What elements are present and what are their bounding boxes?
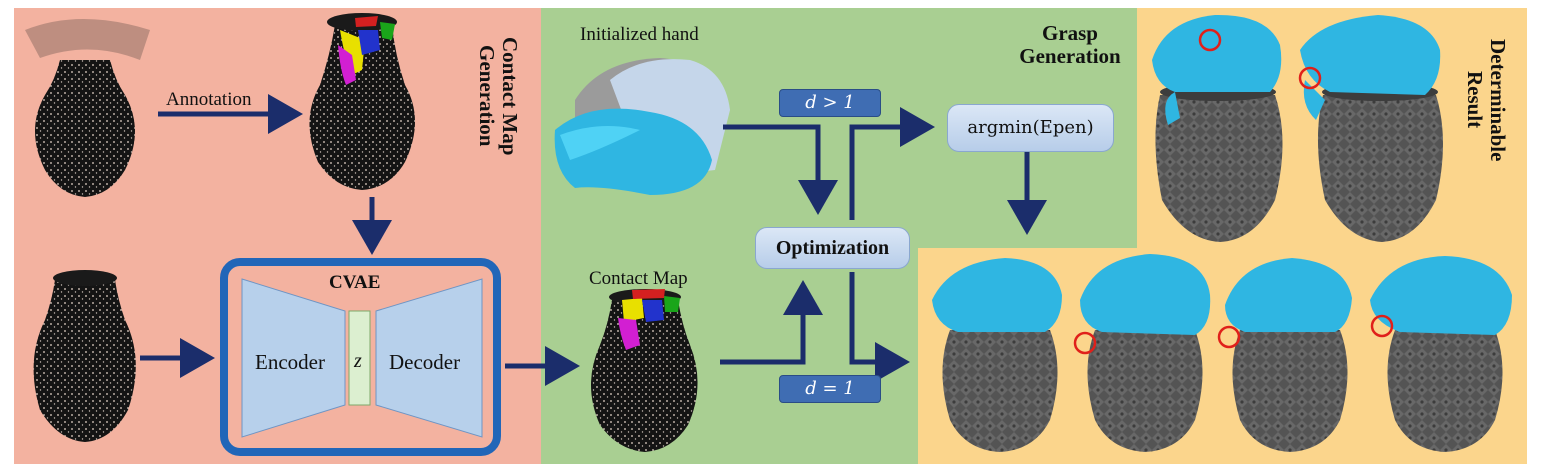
initialized-hand-label: Initialized hand: [580, 24, 699, 45]
result-grasp-bottom-3: [1225, 258, 1352, 452]
cvae-frame: [220, 258, 501, 456]
initialized-hand-image: [554, 58, 730, 195]
penetration-circle: [1217, 325, 1241, 349]
title-line-1: Contact Map: [498, 36, 522, 156]
flow-arrows: [140, 94, 1047, 386]
arrow-opt-to-argmin: [849, 107, 935, 220]
annotation-label: Annotation: [166, 89, 252, 110]
encoder-label: Encoder: [255, 350, 325, 374]
penetration-circle: [1298, 66, 1322, 90]
arrow-contactmap-to-opt: [720, 280, 823, 365]
decoder-label: Decoder: [389, 350, 461, 374]
penetration-markers: [1073, 28, 1394, 355]
result-grasp-bottom-2: [1080, 254, 1211, 452]
contact-map-label: Contact Map: [589, 268, 688, 289]
title-line-2: Generation: [475, 45, 499, 147]
vase-pointcloud-raw: [25, 19, 150, 197]
title-line-2: Result: [1463, 71, 1487, 129]
decoder-trapezoid: [375, 278, 483, 438]
encoder-trapezoid: [241, 278, 346, 438]
cvae-title: CVAE: [329, 272, 381, 293]
latent-z-label: z: [354, 350, 362, 372]
result-grasp-bottom-1: [932, 258, 1062, 452]
vase-pointcloud-input: [33, 270, 136, 442]
penetration-circle: [1073, 331, 1097, 355]
condition-tag-d-eq-1: d = 1: [779, 375, 881, 403]
title-line-1: Determinable: [1486, 38, 1510, 162]
vase-contact-map: [591, 289, 698, 452]
result-grasp-top-2: [1300, 15, 1443, 242]
optimization-box: Optimization: [755, 227, 910, 269]
result-grasp-bottom-4: [1370, 256, 1512, 452]
vase-annotated-contacts: [309, 13, 415, 190]
title-line-2: Generation: [1019, 44, 1121, 68]
result-grasp-top-1: [1152, 14, 1283, 242]
title-line-1: Grasp: [1041, 21, 1098, 45]
arrow-opt-to-results: [849, 272, 910, 382]
determinable-result-title: Determinable Result: [1463, 20, 1510, 180]
condition-tag-d-gt-1: d > 1: [779, 89, 881, 117]
latent-z-bar: [348, 310, 371, 406]
penetration-circle: [1198, 28, 1222, 52]
penetration-circle: [1370, 314, 1394, 338]
contact-map-generation-title: Contact Map Generation: [475, 16, 522, 176]
grasp-generation-title: Grasp Generation: [1005, 22, 1135, 68]
arrow-hand-to-opt: [723, 124, 838, 215]
argmin-box: argmin(Epen): [947, 104, 1114, 152]
